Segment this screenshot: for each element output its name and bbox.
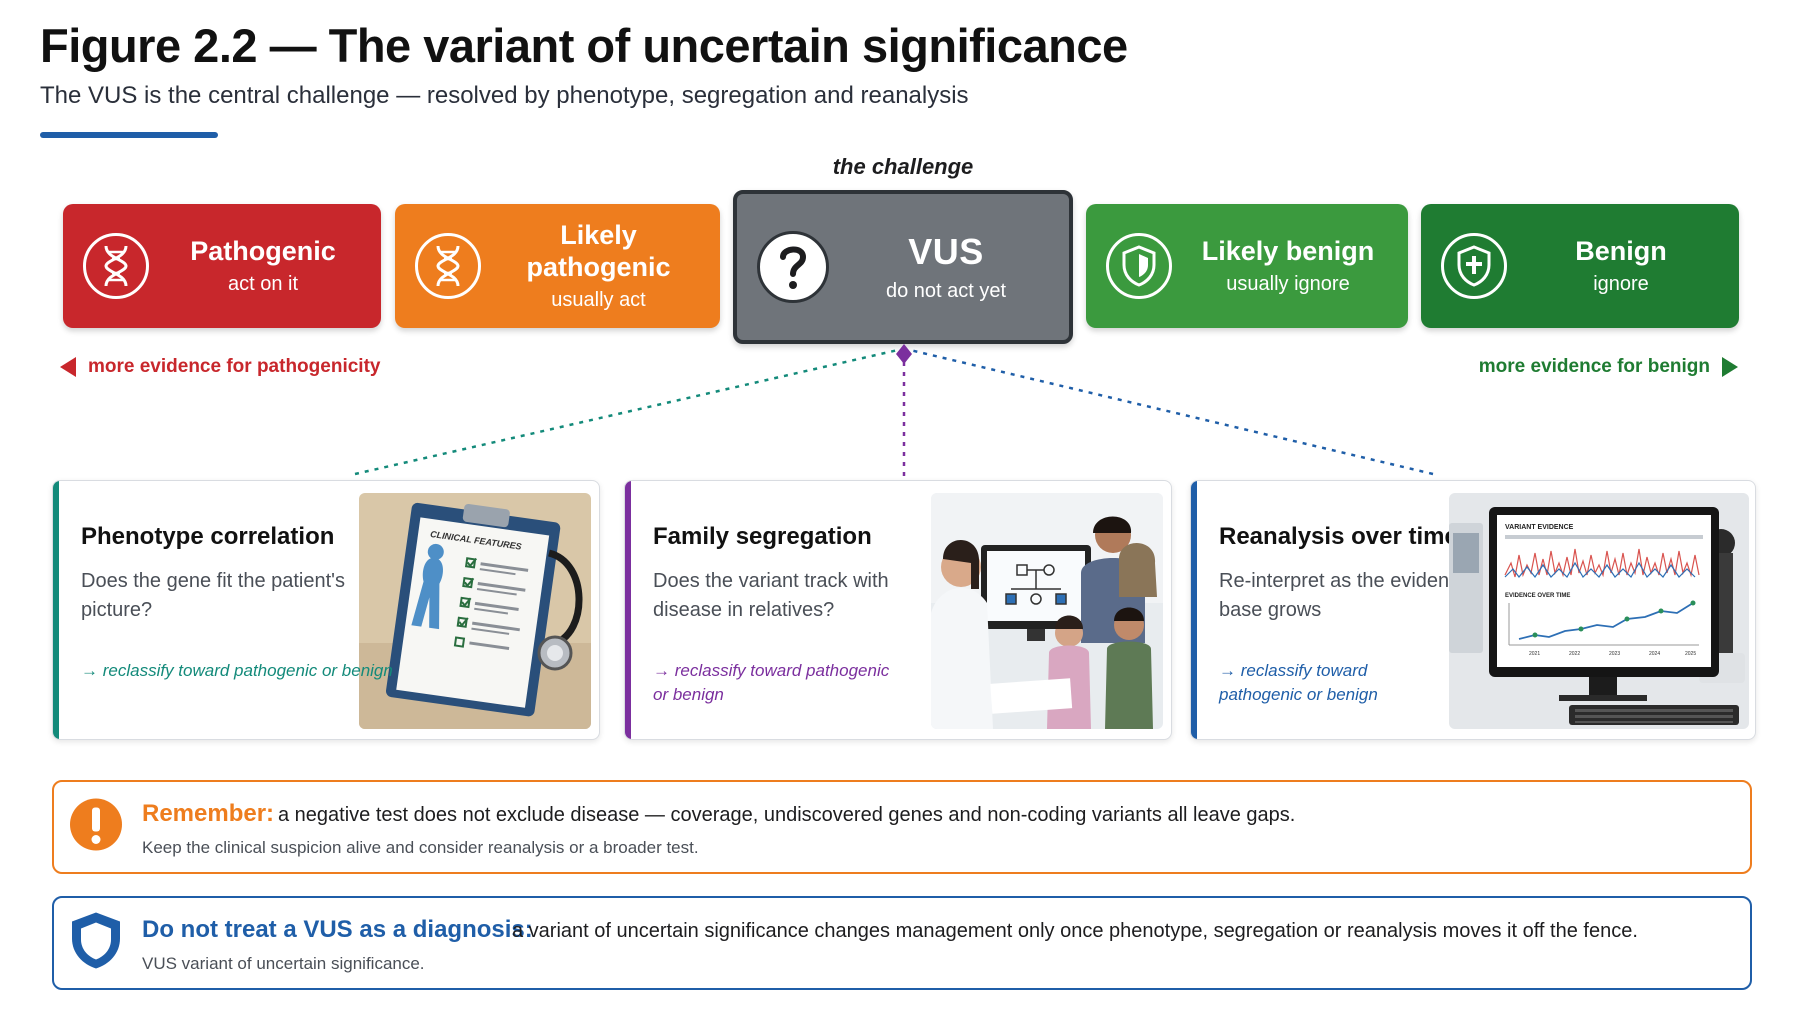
class-name: VUS <box>908 231 984 273</box>
evidence-monitor-illustration: VARIANT EVIDENCE EVIDENCE OVER TIME 2021… <box>1449 493 1749 729</box>
variant-evidence-heading: VARIANT EVIDENCE <box>1505 524 1574 531</box>
shield-icon <box>68 911 124 976</box>
card-title: Family segregation <box>653 523 872 550</box>
shield-icon <box>1106 233 1172 299</box>
card-family-segregation: Family segregation Does the variant trac… <box>624 480 1172 740</box>
year-tick: 2025 <box>1685 651 1696 657</box>
year-tick: 2021 <box>1529 651 1540 657</box>
card-question: Does the gene fit the patient's picture? <box>81 570 345 621</box>
family-consultation-illustration <box>931 493 1163 729</box>
callout-message: a negative test does not exclude disease… <box>278 804 1296 826</box>
evidence-benign-label: more evidence for benign <box>1478 356 1710 377</box>
evidence-over-time-label: EVIDENCE OVER TIME <box>1505 593 1570 599</box>
class-name: Likely pathogenic <box>526 219 671 282</box>
card-outcome: → reclassify toward pathogenic or benign <box>81 661 393 680</box>
year-tick: 2022 <box>1569 651 1580 657</box>
class-likely-benign: Likely benign usually ignore <box>1086 204 1408 328</box>
class-likely-pathogenic: Likely pathogenic usually act <box>395 204 720 328</box>
class-name: Pathogenic <box>190 235 336 266</box>
class-name: Likely benign <box>1201 235 1375 266</box>
class-pathogenic: Pathogenic act on it <box>63 204 381 328</box>
class-action: usually ignore <box>1226 273 1350 296</box>
callout-message: a variant of uncertain significance chan… <box>512 920 1638 942</box>
callout-heading: Remember: <box>142 800 275 827</box>
exclamation-icon <box>68 797 124 858</box>
class-name: Benign <box>1575 235 1667 266</box>
shield-plus-icon <box>1441 233 1507 299</box>
callout-detail: Keep the clinical suspicion alive and co… <box>142 838 699 857</box>
figure-title: Figure 2.2 — The variant of uncertain si… <box>40 19 1128 72</box>
dna-icon <box>83 233 149 299</box>
class-action: act on it <box>227 273 299 296</box>
year-tick: 2023 <box>1609 651 1620 657</box>
card-accent-stripe <box>1191 481 1197 739</box>
card-title: Reanalysis over time <box>1219 523 1458 550</box>
class-benign: Benign ignore <box>1421 204 1739 328</box>
card-question: Re-interpret as the evidence base grows <box>1219 570 1471 621</box>
evidence-pathogenic-arrow: more evidence for pathogenicity <box>60 356 380 378</box>
year-tick: 2024 <box>1649 651 1660 657</box>
callout-detail: VUS variant of uncertain significance. <box>142 954 425 973</box>
class-action: do not act yet <box>885 279 1007 302</box>
card-title: Phenotype correlation <box>81 523 335 550</box>
title-underline <box>40 132 218 138</box>
card-phenotype-correlation: Phenotype correlation Does the gene fit … <box>52 480 600 740</box>
evidence-benign-arrow: more evidence for benign <box>1479 356 1738 378</box>
card-outcome: → reclassify toward pathogenic or benign <box>653 661 890 704</box>
card-question: Does the variant track with disease in r… <box>653 570 889 621</box>
evidence-pathogenic-label: more evidence for pathogenicity <box>88 356 381 377</box>
connector-hub-marker <box>896 344 912 364</box>
figure-subtitle: The VUS is the central challenge — resol… <box>40 82 969 109</box>
connector-phenotype <box>354 348 899 476</box>
class-action: usually act <box>551 289 646 312</box>
arrow-left-icon <box>60 357 76 377</box>
connector-reanalysis <box>909 348 1434 476</box>
remember-callout: Remember: a negative test does not exclu… <box>52 780 1752 874</box>
challenge-label: the challenge <box>832 154 974 179</box>
card-accent-stripe <box>53 481 59 739</box>
callout-heading: Do not treat a VUS as a diagnosis: <box>142 916 533 943</box>
class-vus: VUS do not act yet <box>733 190 1073 344</box>
class-action: ignore <box>1593 273 1649 296</box>
question-icon <box>757 231 829 303</box>
clipboard-stethoscope-illustration: CLINICAL FEATURES <box>359 493 591 729</box>
card-outcome: → reclassify toward pathogenic or benign <box>1219 661 1378 704</box>
dna-icon <box>415 233 481 299</box>
vus-diagnosis-callout: Do not treat a VUS as a diagnosis: a var… <box>52 896 1752 990</box>
arrow-right-icon <box>1722 357 1738 377</box>
card-reanalysis-over-time: Reanalysis over time Re-interpret as the… <box>1190 480 1756 740</box>
card-accent-stripe <box>625 481 631 739</box>
